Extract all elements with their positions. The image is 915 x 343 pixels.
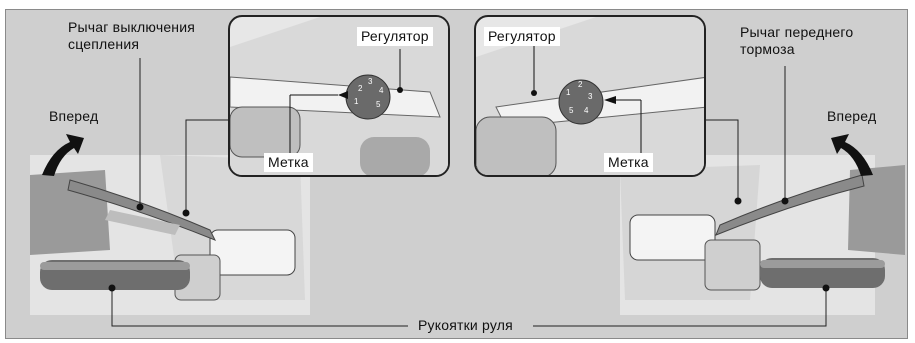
mark-label-left: Метка bbox=[264, 153, 313, 172]
clutch-lever-label: Рычаг выключения сцепления bbox=[68, 19, 218, 53]
dial-number: 2 bbox=[358, 84, 363, 93]
dial-number: 5 bbox=[376, 100, 381, 109]
dial-number: 4 bbox=[584, 106, 589, 115]
left-handlebar-photo bbox=[30, 155, 310, 315]
dial-number: 2 bbox=[578, 80, 583, 89]
dial-number: 1 bbox=[566, 88, 571, 97]
mark-label-right: Метка bbox=[604, 153, 653, 172]
handlebar-grips-label: Рукоятки руля bbox=[414, 317, 517, 334]
dial-number: 4 bbox=[379, 86, 384, 95]
dial-number: 3 bbox=[368, 77, 373, 86]
dial-number: 1 bbox=[354, 97, 359, 106]
dial-number: 3 bbox=[588, 92, 593, 101]
dial-number: 5 bbox=[569, 106, 574, 115]
adjuster-label-left: Регулятор bbox=[357, 27, 433, 46]
forward-label-left: Вперед bbox=[49, 108, 98, 125]
brake-adjuster-inset: 1 2 3 4 5 Регулятор Метка bbox=[474, 15, 706, 177]
clutch-lever-text: Рычаг выключения сцепления bbox=[68, 19, 195, 52]
forward-label-right: Вперед bbox=[827, 108, 876, 125]
front-brake-lever-text: Рычаг переднего тормоза bbox=[740, 24, 853, 57]
clutch-adjuster-inset: 1 2 3 4 5 Регулятор Метка bbox=[228, 15, 450, 177]
front-brake-lever-label: Рычаг переднего тормоза bbox=[740, 24, 880, 58]
adjuster-label-right: Регулятор bbox=[484, 27, 560, 46]
right-handlebar-photo bbox=[620, 155, 905, 315]
